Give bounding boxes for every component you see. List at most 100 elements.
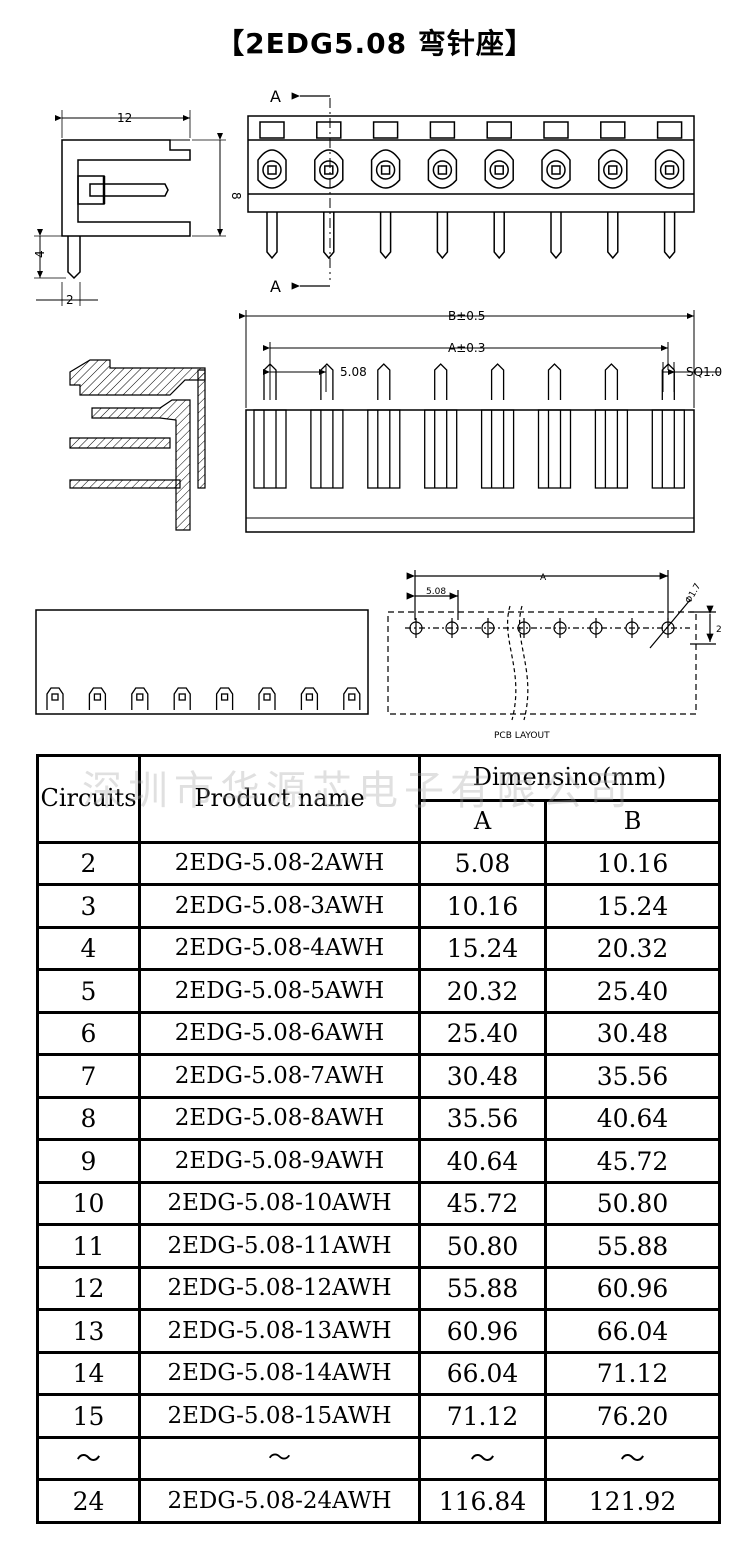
cell-dim-a: 10.16 (418, 883, 547, 929)
front-pin-screw (262, 160, 282, 180)
front-pin-screw (603, 160, 623, 180)
bottom-pin (131, 687, 149, 710)
cell-dim-a: 30.48 (418, 1053, 547, 1099)
front-pin-leg (436, 212, 449, 260)
cell-product: 2EDG-5.08-10AWH (138, 1180, 421, 1227)
front-pin-top (316, 121, 342, 139)
cell-dim-b: 30.48 (543, 1010, 722, 1057)
front-pin-leg (550, 212, 562, 260)
cell-dim-a: 66.04 (418, 1350, 547, 1397)
front-pin-top (486, 121, 512, 139)
cell-dim-b: 55.88 (543, 1223, 722, 1269)
top-pin (490, 363, 505, 400)
cell-dim-b: 50.80 (543, 1180, 722, 1227)
front-pin-body (257, 149, 287, 189)
front-pin-screw (659, 160, 680, 180)
pcb-dim-a: A (540, 573, 547, 583)
dim-pitch: 5.08 (340, 365, 367, 379)
cell-circuits: ～ (36, 1435, 141, 1482)
front-pin-body (427, 149, 458, 189)
cell-dim-a: 55.88 (418, 1265, 547, 1312)
bottom-pin-square (220, 693, 229, 701)
cell-circuits: 6 (36, 1010, 141, 1057)
cell-product: 2EDG-5.08-24AWH (138, 1478, 421, 1524)
front-pins (257, 121, 685, 260)
front-pin-screw (546, 160, 566, 180)
section-label-bottom: A (270, 277, 281, 296)
cell-circuits: 24 (36, 1478, 141, 1524)
cell-product: ～ (138, 1435, 421, 1482)
cell-dim-a: 50.80 (418, 1223, 547, 1269)
front-pin-square (608, 165, 618, 175)
front-pin-leg (266, 212, 278, 260)
bottom-pin-square (348, 693, 356, 701)
bottom-pin (46, 687, 64, 710)
cell-dim-b: 121.92 (543, 1478, 722, 1524)
cell-product: 2EDG-5.08-2AWH (138, 840, 421, 887)
cell-product: 2EDG-5.08-12AWH (138, 1265, 421, 1312)
section-view (69, 359, 206, 531)
cell-dim-a: 71.12 (418, 1393, 547, 1439)
cell-dim-b: 15.24 (543, 883, 722, 929)
cell-circuits: 11 (36, 1223, 141, 1269)
cell-dim-a: 20.32 (418, 968, 547, 1014)
cell-dim-b: ～ (543, 1435, 722, 1482)
front-pin-top (600, 121, 626, 139)
front-pin-screw (319, 160, 339, 180)
front-pin-body (654, 149, 685, 189)
pcb-dim-hole: Φ1.7 (684, 582, 703, 606)
cell-circuits: 15 (36, 1393, 141, 1439)
bottom-pin-square (51, 693, 59, 701)
front-pin-square (551, 165, 561, 175)
front-pin-square (494, 165, 504, 175)
top-pin (320, 363, 334, 400)
bottom-pin-square (93, 693, 102, 701)
cell-dim-b: 20.32 (543, 925, 722, 972)
front-pin-body (484, 149, 514, 189)
cell-dim-a: 116.84 (418, 1478, 547, 1524)
front-pin-screw (489, 160, 509, 180)
cell-circuits: 5 (36, 968, 141, 1014)
cell-dim-b: 45.72 (543, 1138, 722, 1184)
header-circuits: Circuits (36, 754, 141, 844)
front-pin-body (314, 149, 344, 189)
technical-drawing: 12 8 4 2 A A B± (33, 87, 722, 741)
top-pins (253, 363, 685, 489)
pcb-holes (409, 618, 675, 638)
bottom-view (35, 609, 369, 715)
cell-dim-a: 5.08 (418, 840, 547, 887)
front-pin-body (541, 149, 571, 189)
cell-dim-b: 10.16 (543, 840, 722, 887)
pcb-dim-pitch: 5.08 (426, 587, 446, 597)
cell-dim-a: 45.72 (418, 1180, 547, 1227)
front-pin-square (324, 165, 334, 175)
cell-product: 2EDG-5.08-6AWH (138, 1010, 421, 1057)
header-b: B (543, 798, 722, 845)
top-pin-slot (310, 409, 344, 489)
top-pin-slot (651, 409, 685, 489)
cell-dim-b: 60.96 (543, 1265, 722, 1312)
cell-dim-a: 60.96 (418, 1308, 547, 1354)
dim-b: B±0.5 (448, 309, 485, 323)
front-view (247, 115, 695, 213)
cell-product: 2EDG-5.08-4AWH (138, 925, 421, 972)
cell-circuits: 9 (36, 1138, 141, 1184)
bottom-pins (46, 687, 361, 710)
top-pin (604, 363, 619, 400)
table-row: ～～～～ (36, 1435, 722, 1482)
cell-dim-b: 76.20 (543, 1393, 722, 1439)
cell-product: 2EDG-5.08-5AWH (138, 968, 421, 1014)
front-pin-top (656, 121, 683, 139)
pcb-caption: PCB LAYOUT (494, 731, 550, 741)
header-dimension: Dimensino(mm) (417, 754, 722, 802)
bottom-pin-square (305, 693, 314, 701)
